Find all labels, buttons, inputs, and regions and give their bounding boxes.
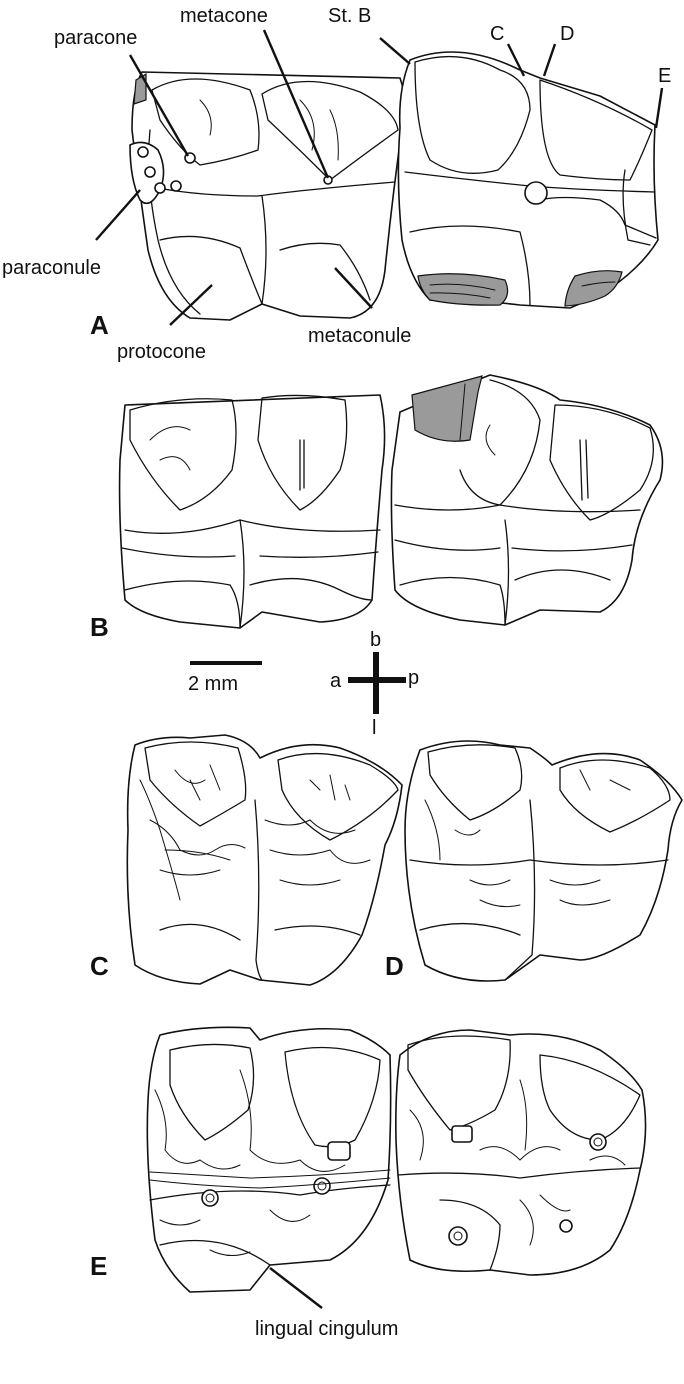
panel-a-left-tooth bbox=[129, 71, 406, 321]
panel-d: D bbox=[385, 740, 683, 982]
label-metacone: metacone bbox=[180, 5, 268, 27]
leader-paracone bbox=[128, 54, 190, 157]
orientation-l: l bbox=[372, 717, 376, 739]
orientation-b: b bbox=[370, 629, 381, 651]
panel-label-d: D bbox=[385, 951, 404, 981]
panel-a-right-tooth bbox=[397, 51, 659, 309]
panel-b-right-tooth bbox=[390, 374, 664, 626]
leader-stylar-c bbox=[506, 43, 526, 77]
panel-e-right-tooth bbox=[395, 1029, 647, 1276]
label-paracone: paracone bbox=[54, 27, 137, 49]
leader-stylar-e bbox=[654, 87, 664, 129]
leader-lingual-cingulum bbox=[269, 1267, 323, 1309]
orientation-p: p bbox=[408, 667, 419, 689]
label-lingual-cingulum: lingual cingulum bbox=[255, 1318, 398, 1340]
label-stylar-e: E bbox=[658, 65, 671, 87]
leader-stylar-d bbox=[542, 43, 557, 77]
panel-b: B bbox=[90, 374, 664, 642]
leader-paraconule bbox=[95, 189, 141, 241]
panel-label-b: B bbox=[90, 612, 109, 642]
panel-b-left-tooth bbox=[118, 394, 386, 629]
leader-metaconule bbox=[334, 267, 373, 309]
panel-c: C bbox=[90, 734, 403, 986]
scale-bar: 2 mm bbox=[188, 661, 262, 695]
panel-label-c: C bbox=[90, 951, 109, 981]
leader-metacone bbox=[262, 29, 330, 179]
leader-protocone bbox=[169, 284, 213, 326]
label-metaconule: metaconule bbox=[308, 325, 411, 347]
orientation-cross: a p b l bbox=[330, 629, 419, 739]
label-stylar-b: St. B bbox=[328, 5, 371, 27]
label-stylar-c: C bbox=[490, 23, 504, 45]
panel-label-e: E bbox=[90, 1251, 107, 1281]
leader-stylar-b bbox=[379, 37, 411, 65]
panel-a: paracone metacone St. B C D E paraconule… bbox=[2, 5, 671, 363]
label-protocone: protocone bbox=[117, 341, 206, 363]
panel-e: lingual cingulum E bbox=[90, 1026, 647, 1340]
panel-e-left-tooth bbox=[146, 1026, 392, 1293]
scale-bar-label: 2 mm bbox=[188, 673, 238, 695]
label-paraconule: paraconule bbox=[2, 257, 101, 279]
panel-label-a: A bbox=[90, 310, 109, 340]
orientation-a: a bbox=[330, 670, 342, 692]
label-stylar-d: D bbox=[560, 23, 574, 45]
